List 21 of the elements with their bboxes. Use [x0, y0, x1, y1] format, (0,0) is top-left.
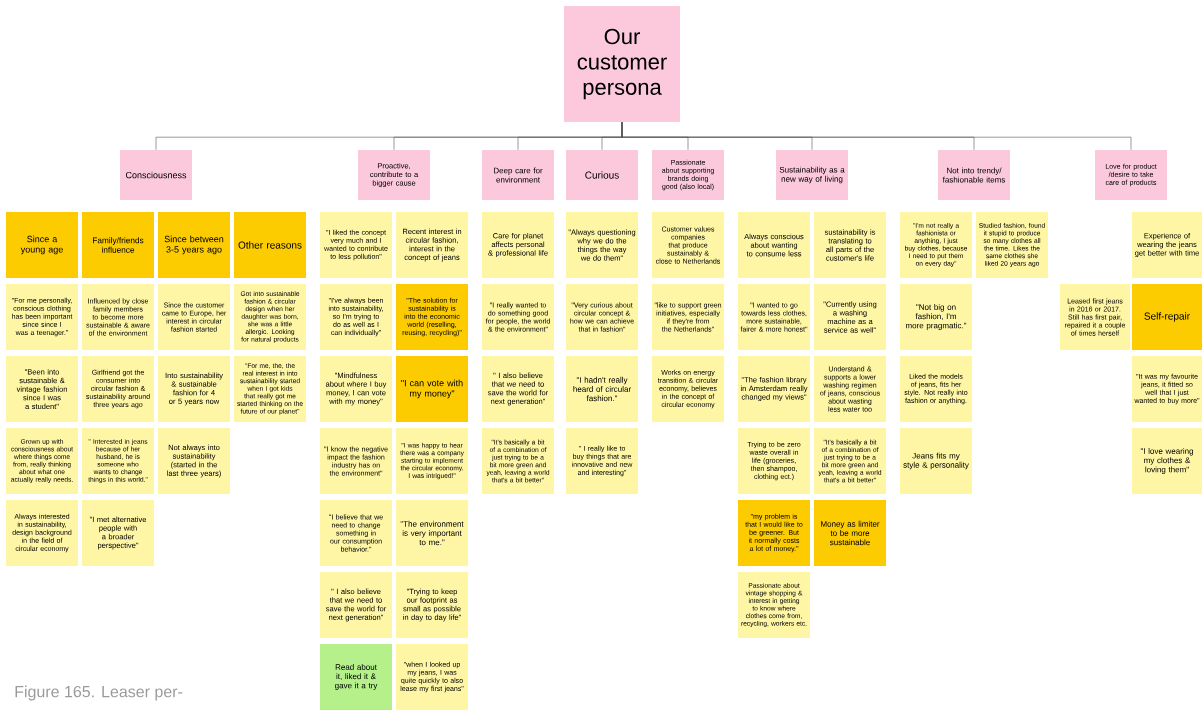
sticky-note: "I love wearing my clothes & loving them": [1132, 428, 1202, 494]
category-note: Deep care for environment: [482, 150, 554, 200]
sticky-note: "I hadn't really heard of circular fashion.": [566, 356, 638, 422]
sticky-note: "The environment is very important to me.": [396, 500, 468, 566]
category-note: Sustainability as a new way of living: [776, 150, 848, 200]
category-note: Consciousness: [120, 150, 192, 200]
sticky-note: Since a young age: [6, 212, 78, 278]
category-note: Not into trendy/ fashionable items: [938, 150, 1010, 200]
sticky-note: "I can vote with my money": [396, 356, 468, 422]
sticky-note: Self-repair: [1132, 284, 1202, 350]
sticky-note: Read about it, liked it & gave it a try: [320, 644, 392, 710]
sticky-note: "Not big on fashion, I'm more pragmatic.": [900, 284, 972, 350]
sticky-note: Jeans fits my style & personality: [900, 428, 972, 494]
title-note: Our customer persona: [564, 6, 680, 122]
sticky-note: Money as limiter to be more sustainable: [814, 500, 886, 566]
caption: Figure 165. Leaser per-: [15, 685, 183, 701]
category-note: Curious: [566, 150, 638, 200]
sticky-note: Other reasons: [234, 212, 306, 278]
connector-line: [621, 121, 1132, 151]
sticky-note: Since between 3-5 years ago: [158, 212, 230, 278]
sticky-note: Family/friends influence: [82, 212, 154, 278]
